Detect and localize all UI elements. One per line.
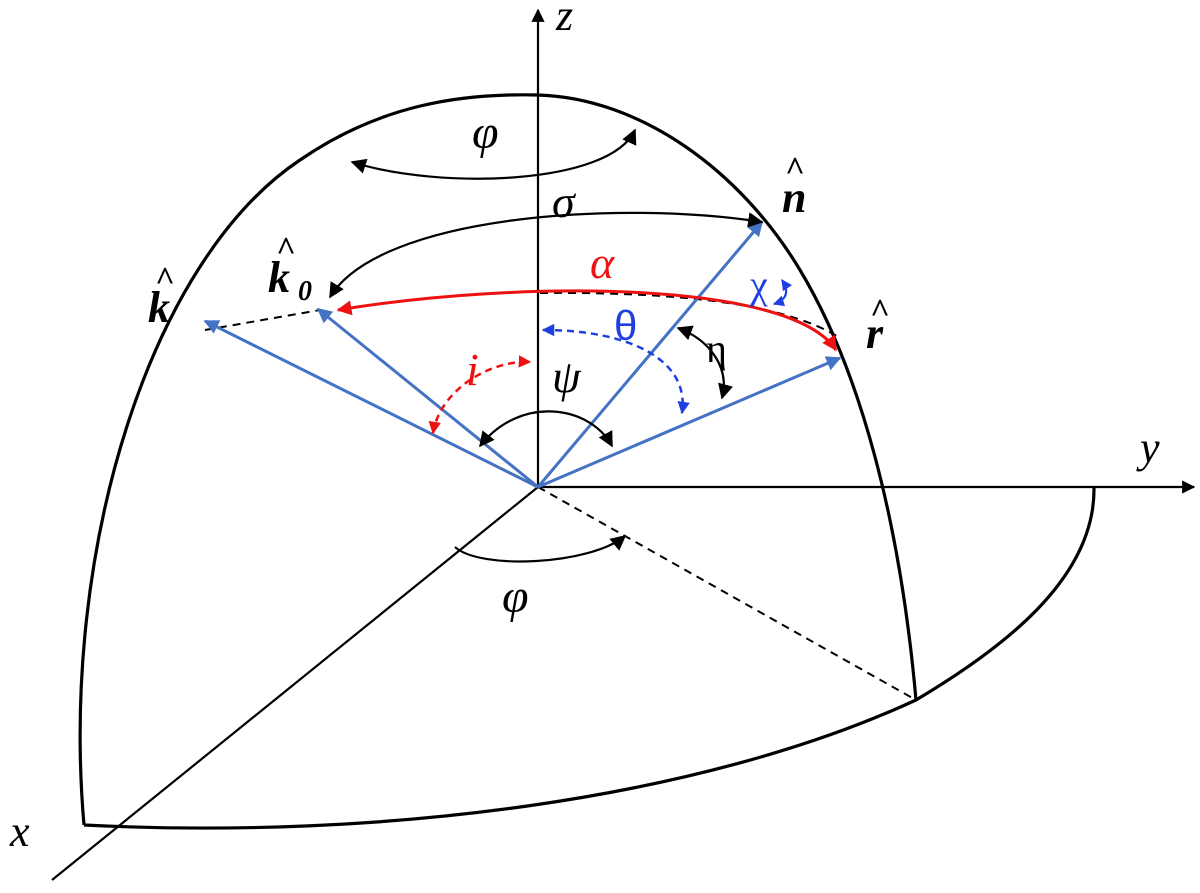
- angle-label-phi-bottom: φ: [502, 570, 529, 623]
- axis-label-z: z: [555, 0, 573, 40]
- vector-label-n: n: [782, 173, 806, 222]
- alpha-arc: [336, 289, 838, 352]
- axis-label-x: x: [9, 807, 30, 856]
- sphere-equator-front: [83, 487, 1096, 830]
- vector-label-r: r: [866, 309, 884, 358]
- angle-label-i: i: [466, 344, 479, 395]
- angle-label-theta: θ: [614, 302, 637, 349]
- phi-top-arc: [350, 128, 637, 180]
- eta-arc: [676, 325, 734, 400]
- vector-label-k: k: [148, 283, 170, 332]
- chi-arc: [772, 279, 793, 307]
- hat-k: ^: [155, 261, 174, 298]
- axis-label-y: y: [1136, 423, 1160, 472]
- i-arc: [428, 355, 532, 435]
- n-r-dashed-arc: [539, 291, 841, 339]
- psi-arc: [479, 410, 613, 448]
- phi-bottom-arc: [454, 535, 627, 563]
- theta-arc: [541, 323, 690, 415]
- angle-label-alpha: α: [590, 237, 615, 288]
- angle-label-chi: χ: [749, 262, 768, 307]
- x-axis: [51, 486, 539, 881]
- projection-dashed-line: [537, 486, 917, 701]
- k-k0-dashed-line: [204, 309, 321, 331]
- hat-k0: ^: [276, 231, 295, 268]
- sigma-arc: [329, 211, 764, 299]
- angle-label-eta: η: [706, 326, 727, 371]
- vector-k: [203, 319, 539, 489]
- angle-label-psi: ψ: [552, 351, 582, 402]
- vector-label-k0: k: [268, 253, 290, 302]
- sphere-meridian-left: [78, 93, 539, 826]
- hat-n: ^: [785, 151, 804, 188]
- vector-k0: [316, 307, 539, 489]
- angle-label-sigma: σ: [552, 176, 577, 227]
- vector-label-k0-subscript: 0: [298, 276, 312, 307]
- sphere-meridian-right: [537, 93, 918, 701]
- vector-r: [537, 356, 842, 489]
- hat-r: ^: [870, 293, 889, 330]
- angle-label-phi-top: φ: [472, 106, 499, 159]
